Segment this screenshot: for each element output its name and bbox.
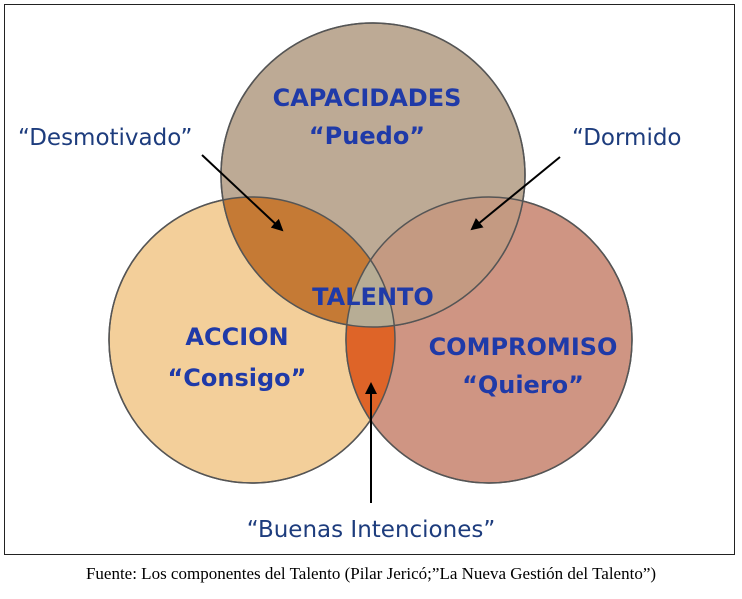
venn-diagram: CAPACIDADES “Puedo” TALENTO ACCION “Cons… xyxy=(18,22,682,543)
accion-title: ACCION xyxy=(185,323,288,351)
capacidades-subtitle: “Puedo” xyxy=(309,122,425,150)
dormido-region xyxy=(346,197,525,327)
figure-frame xyxy=(4,4,735,555)
desmotivado-arrow xyxy=(201,154,284,232)
talento-label: TALENTO xyxy=(312,283,434,311)
capacidades-title: CAPACIDADES xyxy=(273,84,462,112)
buenas-intenciones-callout: “Buenas Intenciones” xyxy=(247,517,496,543)
dormido-callout: “Dormido xyxy=(572,125,682,151)
compromiso-title: COMPROMISO xyxy=(429,333,618,361)
desmotivado-callout: “Desmotivado” xyxy=(18,125,192,151)
accion-subtitle: “Consigo” xyxy=(168,364,307,392)
figure-caption: Fuente: Los componentes del Talento (Pil… xyxy=(85,564,657,583)
compromiso-subtitle: “Quiero” xyxy=(462,371,584,399)
desmotivado-region xyxy=(221,197,395,327)
dormido-arrow xyxy=(470,156,561,231)
